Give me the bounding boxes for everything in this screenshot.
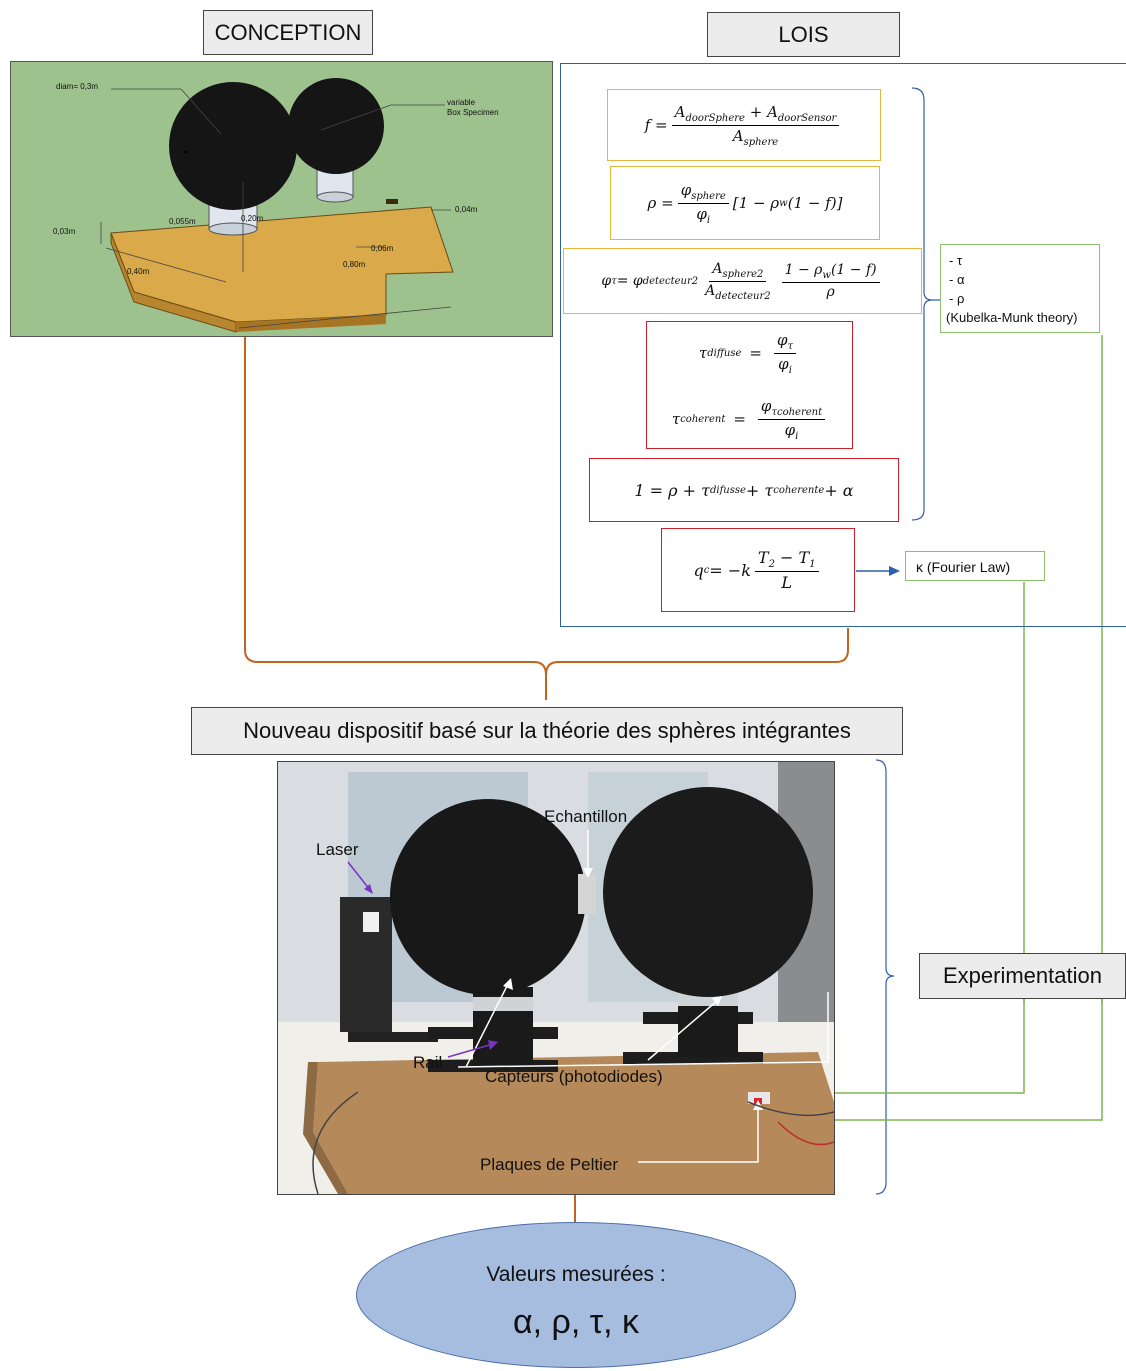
device-header: Nouveau dispositif basé sur la théorie d…: [191, 707, 903, 755]
photo-label-capteurs: Capteurs (photodiodes): [485, 1067, 663, 1086]
cad-drawing: [100, 78, 454, 333]
arrow-to-fourier-note: [889, 566, 900, 576]
cad-label-variable: variable: [447, 98, 476, 107]
lois-panel: [560, 63, 1126, 627]
photo-label-laser: Laser: [316, 840, 359, 859]
device-photo: Laser Echantillon Rail Capteurs (photodi…: [277, 761, 835, 1195]
green-line-fourier: [775, 582, 1025, 1094]
cad-label-006: 0,06m: [371, 244, 394, 253]
conception-header: CONCEPTION: [203, 10, 373, 55]
kubelka-munk-label: (Kubelka-Munk theory): [946, 310, 1078, 325]
cad-label-020: 0,20m: [241, 214, 264, 223]
property-alpha: - α: [949, 272, 965, 287]
property-rho: - ρ: [949, 291, 965, 306]
cad-label-diam: diam= 0,3m: [56, 82, 99, 91]
cad-label-003: 0,03m: [53, 227, 76, 236]
merge-bracket: [244, 336, 849, 700]
photo-brace: [875, 759, 895, 1195]
result-values: α, ρ, τ, κ: [512, 1303, 640, 1341]
photo-sphere-right: [603, 787, 813, 997]
photo-label-plaques: Plaques de Peltier: [480, 1155, 618, 1174]
property-tau: - τ: [949, 253, 963, 268]
photo-drawing: [278, 762, 834, 1194]
lois-header: LOIS: [707, 12, 900, 57]
fourier-note: κ (Fourier Law): [905, 551, 1045, 581]
cad-label-040: 0,40m: [127, 267, 150, 276]
cad-label-004: 0,04m: [455, 205, 478, 214]
cad-sphere-left: [169, 82, 297, 210]
cad-label-080: 0,80m: [343, 260, 366, 269]
properties-note: - τ - α - ρ (Kubelka-Munk theory): [940, 244, 1100, 333]
result-title: Valeurs mesurées :: [486, 1263, 666, 1286]
cad-label-0055: 0,055m: [169, 217, 196, 226]
equation-f: f = AdoorSphere + AdoorSensor Asphere: [607, 89, 881, 161]
experimentation-label: Experimentation: [919, 953, 1126, 999]
photo-sphere-left: [390, 799, 586, 995]
photo-label-rail: Rail: [413, 1053, 443, 1072]
cad-sphere-right: [288, 78, 384, 174]
cad-panel: diam= 0,3m variable Box Specimen 0,055m …: [10, 61, 553, 337]
photo-label-echantillon: Echantillon: [544, 807, 628, 826]
result-ellipse: Valeurs mesurées : α, ρ, τ, κ: [356, 1222, 796, 1368]
cad-label-box-specimen: Box Specimen: [447, 108, 499, 117]
